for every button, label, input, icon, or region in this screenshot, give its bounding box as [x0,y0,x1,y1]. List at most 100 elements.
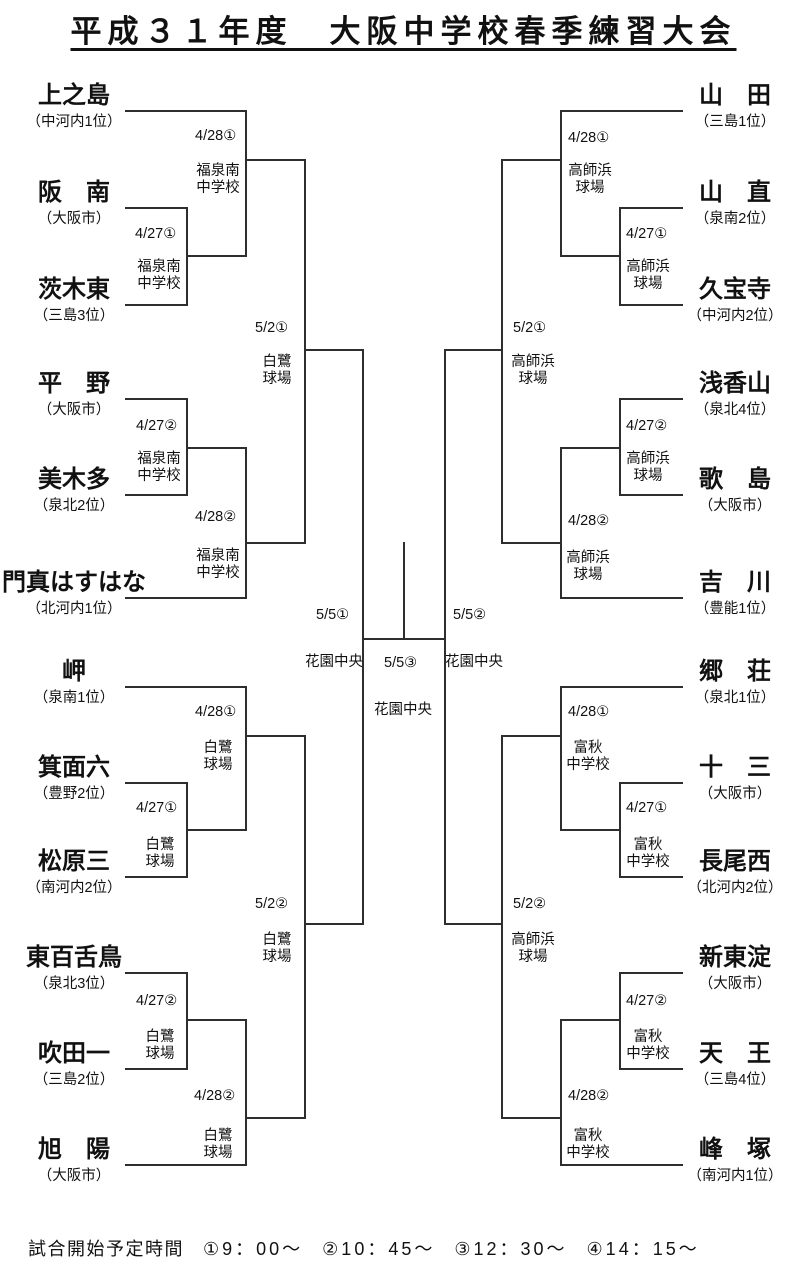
bracket-line [560,1019,621,1021]
bracket-line [560,686,683,688]
match-date: 4/28① [568,130,610,146]
bracket-line [186,1019,247,1021]
bracket-line [245,542,306,544]
bracket-line [560,447,621,449]
bracket-line [125,876,188,878]
match-venue: 白鷺 球場 [145,837,175,870]
bracket-line [619,1068,683,1070]
team-name: 山 田 [699,82,771,109]
bracket-line [560,686,562,831]
team-name: 茨木東 [38,276,110,303]
bracket-line [501,735,503,1119]
bracket-line [560,1164,683,1166]
bracket-line [304,923,364,925]
match-date: 4/28② [194,1088,236,1104]
bracket-line [125,597,247,599]
match-venue: 高師浜 球場 [566,550,610,583]
match-date: 4/28② [568,513,610,529]
bracket-line [560,597,683,599]
bracket-line [560,447,562,599]
bracket-line [245,1019,247,1166]
bracket-line [245,447,247,599]
bracket-line [245,735,306,737]
team-seed: （大阪市） [37,402,111,418]
team-seed: （泉北3位） [33,976,115,992]
team-name: 上之島 [38,82,110,109]
team-seed: （大阪市） [37,211,111,227]
bracket-line [501,735,562,737]
bracket-line [245,110,247,257]
team-name: 松原三 [38,848,110,875]
team-name: 山 直 [699,179,771,206]
team-seed: （三島1位） [694,114,776,130]
bracket-line [619,304,683,306]
bracket-line [125,398,188,400]
bracket-line [125,304,188,306]
match-venue: 富秋 中学校 [626,1029,670,1062]
team-seed: （泉南2位） [694,211,776,227]
match-venue: 高師浜 球場 [568,163,612,196]
team-seed: （三島4位） [694,1072,776,1088]
team-seed: （大阪市） [698,786,772,802]
match-venue: 富秋 中学校 [626,837,670,870]
match-venue: 白鷺 球場 [145,1029,175,1062]
bracket-line [186,972,188,1070]
match-date: 4/27② [136,993,178,1009]
bracket-line [444,349,446,925]
team-name: 峰 塚 [699,1136,771,1163]
team-name: 岬 [62,658,86,685]
bracket-line [125,686,247,688]
match-date: 4/28② [568,1088,610,1104]
team-seed: （豊能1位） [694,601,776,617]
match-date: 5/2② [513,896,547,912]
schedule-time-3: ③12：30～ [454,1239,568,1259]
schedule-label: 試合開始予定時間 [28,1239,184,1259]
bracket-line [125,110,247,112]
team-seed: （大阪市） [698,976,772,992]
match-date: 4/27② [626,993,668,1009]
bracket-line [444,349,503,351]
match-date: 4/27① [626,800,668,816]
team-name: 郷 荘 [699,658,771,685]
match-venue: 白鷺 球場 [203,1128,233,1161]
bracket-line [560,829,621,831]
match-venue: 高師浜 球場 [626,259,670,292]
bracket-line [245,686,247,831]
bracket-line [619,782,683,784]
bracket-line [619,972,621,1070]
team-name: 阪 南 [38,179,110,206]
team-seed: （泉北1位） [694,690,776,706]
bracket-line [125,782,188,784]
team-name: 浅香山 [699,370,771,397]
bracket-line [560,1019,562,1166]
bracket-line [362,349,364,925]
match-venue: 高師浜 球場 [511,932,555,965]
team-name: 十 三 [699,754,771,781]
bracket-line [501,542,562,544]
bracket-line [619,972,683,974]
team-name: 旭 陽 [38,1136,110,1163]
match-date: 4/27① [626,226,668,242]
match-venue: 白鷺 球場 [262,354,292,387]
bracket-line [501,1117,562,1119]
team-name: 東百舌鳥 [26,944,122,971]
team-name: 美木多 [38,466,110,493]
schedule-time-2: ②10：45～ [322,1239,436,1259]
team-name: 吹田一 [38,1040,110,1067]
bracket-line [444,923,503,925]
match-date: 5/5① [316,607,350,623]
bracket-line [125,1164,247,1166]
match-date: 4/28② [195,509,237,525]
team-seed: （泉南1位） [33,690,115,706]
team-seed: （北河内1位） [26,601,122,617]
match-date: 5/5② [453,607,487,623]
match-date: 4/28① [195,128,237,144]
team-seed: （三島3位） [33,308,115,324]
team-seed: （南河内1位） [687,1168,783,1184]
match-date: 4/27① [136,800,178,816]
bracket-line [560,255,621,257]
match-venue: 福泉南 中学校 [137,259,181,292]
bracket-line [304,159,306,544]
bracket-line [501,159,562,161]
bracket-line [304,349,364,351]
